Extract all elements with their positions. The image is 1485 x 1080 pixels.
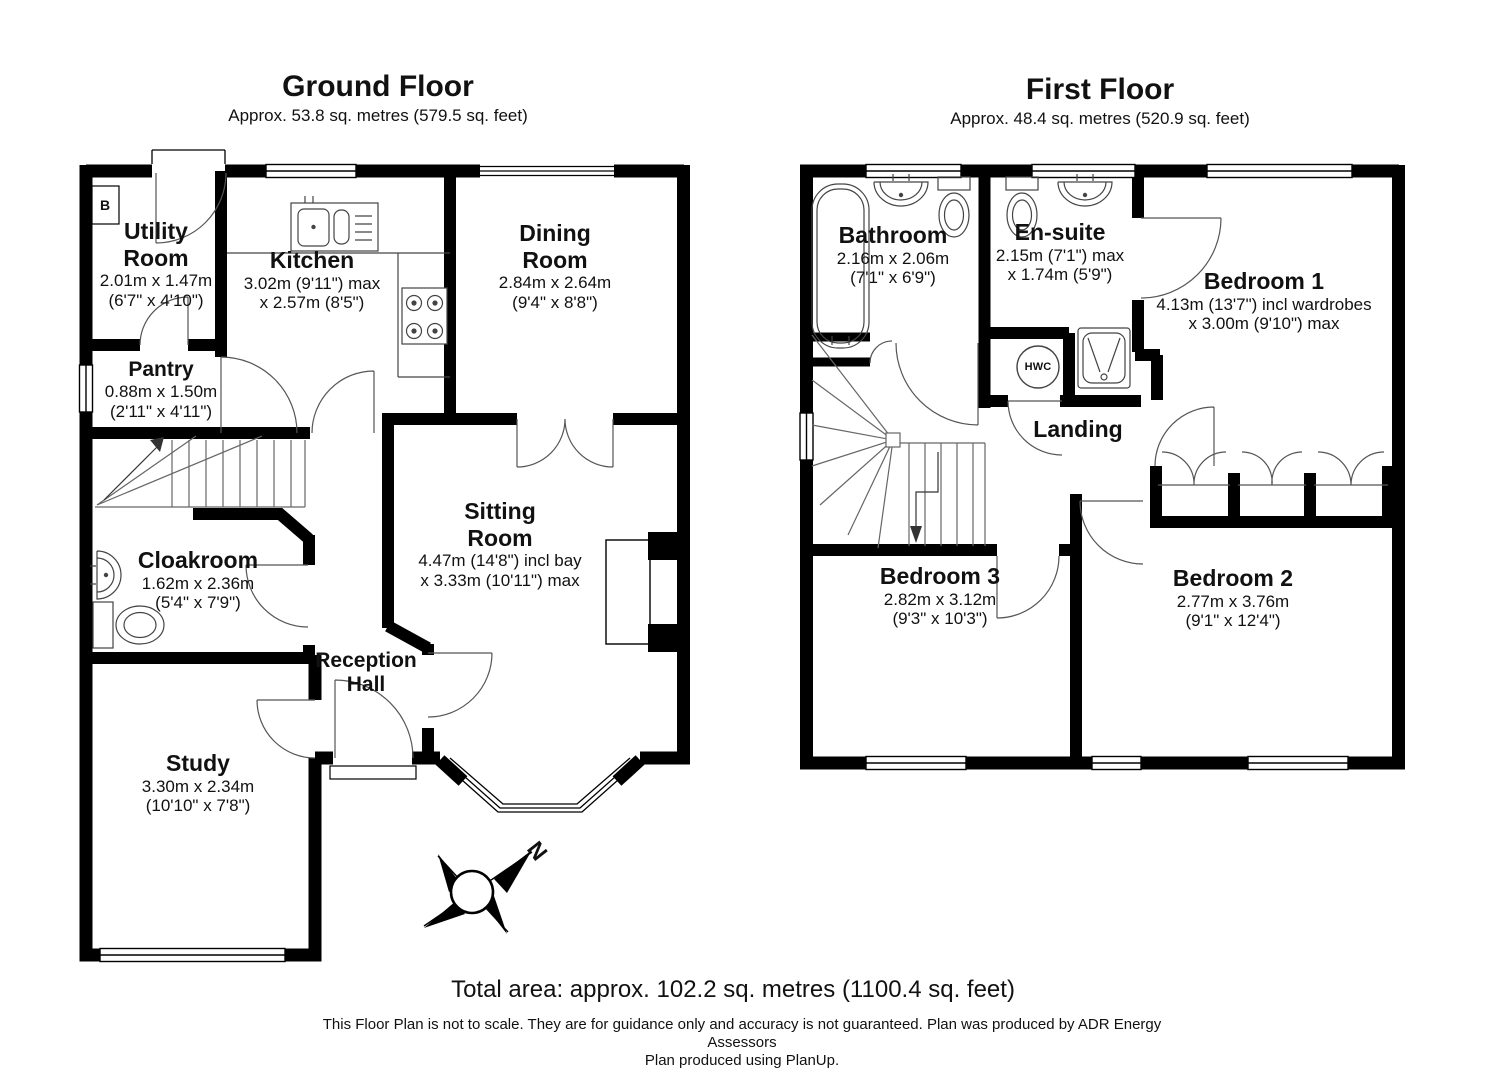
disclaimer-line2: Assessors	[707, 1034, 777, 1051]
room-label-landing: Landing	[1033, 416, 1123, 442]
room-label-cloakroom: Cloakroom 1.62m x 2.36m (5'4" x 7'9")	[137, 547, 259, 613]
disclaimer-line1: This Floor Plan is not to scale. They ar…	[322, 1016, 1162, 1033]
cloakroom-toilet-icon	[92, 601, 165, 649]
ground-windows	[78, 149, 614, 963]
room-label-bedroom1: Bedroom 1 4.13m (13'7") incl wardrobes x…	[1156, 268, 1372, 334]
room-label-utility: Utility Room 2.01m x 1.47m (6'7" x 4'10"…	[99, 218, 213, 311]
hwc-cylinder	[1016, 345, 1060, 389]
ff-wardrobes	[1158, 451, 1388, 486]
cloakroom-basin-icon	[90, 550, 122, 600]
room-label-bathroom: Bathroom 2.16m x 2.06m (7'1" x 6'9")	[836, 222, 950, 288]
ground-stairs	[95, 435, 306, 508]
ground-interior-walls	[86, 171, 684, 760]
first-floor-title: First Floor	[1025, 73, 1175, 106]
hwc-label: HWC	[1024, 361, 1052, 373]
ff-stairs	[811, 334, 986, 549]
shower-icon	[1077, 327, 1131, 389]
ground-floor-title: Ground Floor	[282, 70, 474, 103]
total-area-text: Total area: approx. 102.2 sq. metres (11…	[451, 976, 1015, 1003]
boiler-label: B	[99, 197, 111, 213]
bathroom-basin-icon	[873, 174, 929, 207]
cloakroom-fixtures	[90, 550, 165, 649]
room-label-kitchen: Kitchen 3.02m (9'11") max x 2.57m (8'5")	[243, 247, 381, 313]
first-floor-subtitle: Approx. 48.4 sq. metres (520.9 sq. feet)	[950, 109, 1250, 128]
room-label-ensuite: En-suite 2.15m (7'1") max x 1.74m (5'9")	[995, 219, 1125, 285]
room-label-reception-hall: Reception Hall	[315, 649, 417, 697]
room-label-pantry: Pantry 0.88m x 1.50m (2'11" x 4'11")	[104, 358, 218, 422]
room-label-study: Study 3.30m x 2.34m (10'10" x 7'8")	[141, 750, 255, 816]
ground-floor-subtitle: Approx. 53.8 sq. metres (579.5 sq. feet)	[228, 106, 528, 125]
kitchen-sink-icon	[290, 196, 379, 252]
boiler-box	[91, 185, 120, 225]
ensuite-basin-icon	[1057, 174, 1113, 207]
ff-exterior-walls	[800, 164, 1405, 770]
ground-doors	[139, 172, 614, 780]
ground-bay-window	[443, 757, 637, 813]
compass-rose-icon	[423, 850, 533, 934]
ff-interior-walls	[806, 171, 1394, 763]
chimney-breast	[605, 532, 677, 652]
kitchen-counter	[227, 252, 450, 378]
ensuite-fixtures	[1005, 174, 1131, 389]
room-label-bedroom2: Bedroom 2 2.77m x 3.76m (9'1" x 12'4")	[1172, 565, 1294, 631]
room-label-dining: Dining Room 2.84m x 2.64m (9'4" x 8'8")	[498, 220, 612, 313]
hob-icon	[401, 287, 448, 345]
ff-doors	[869, 217, 1222, 619]
bath-icon	[811, 183, 870, 349]
room-label-sitting: Sitting Room 4.47m (14'8") incl bay x 3.…	[418, 498, 582, 591]
room-label-bedroom3: Bedroom 3 2.82m x 3.12m (9'3" x 10'3")	[879, 563, 1001, 629]
bathroom-toilet-icon	[937, 176, 971, 238]
kitchen-fixtures	[91, 185, 450, 378]
produced-with-text: Plan produced using PlanUp.	[644, 1052, 840, 1069]
bathroom-fixtures	[811, 174, 971, 349]
ff-windows	[799, 163, 1353, 771]
ensuite-toilet-icon	[1005, 176, 1039, 238]
